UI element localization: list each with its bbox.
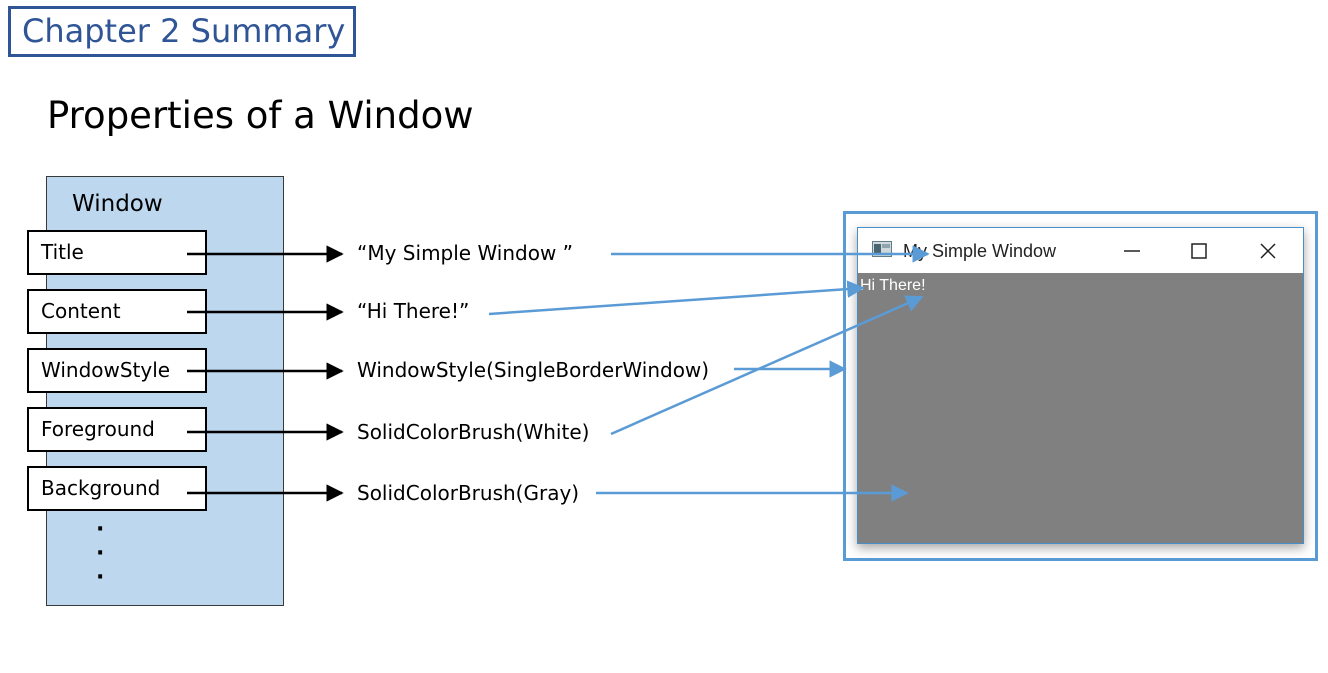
chapter-label: Chapter 2 Summary (8, 6, 356, 57)
maximize-icon[interactable] (1184, 236, 1214, 266)
close-icon[interactable] (1253, 236, 1283, 266)
property-foreground: Foreground (27, 407, 207, 452)
window-object-label: Window (72, 191, 163, 217)
preview-window: My Simple Window Hi There! (857, 227, 1304, 544)
arrow-foreground-to-preview (610, 295, 924, 436)
value-content: “Hi There!” (357, 299, 470, 323)
value-title: “My Simple Window ” (357, 241, 574, 265)
property-title: Title (27, 230, 207, 275)
page-heading: Properties of a Window (47, 94, 474, 137)
property-windowstyle: WindowStyle (27, 348, 207, 393)
arrow-content-to-preview (488, 280, 865, 316)
value-windowstyle: WindowStyle(SingleBorderWindow) (357, 358, 710, 382)
property-content: Content (27, 289, 207, 334)
value-background: SolidColorBrush(Gray) (357, 481, 580, 505)
preview-content-text: Hi There! (860, 277, 926, 294)
value-foreground: SolidColorBrush(White) (357, 420, 590, 444)
property-background: Background (27, 466, 207, 511)
minimize-icon[interactable] (1117, 236, 1147, 266)
more-properties-ellipsis: ··· (96, 517, 105, 590)
preview-window-title: My Simple Window (903, 241, 1057, 261)
preview-titlebar: My Simple Window (858, 228, 1303, 273)
